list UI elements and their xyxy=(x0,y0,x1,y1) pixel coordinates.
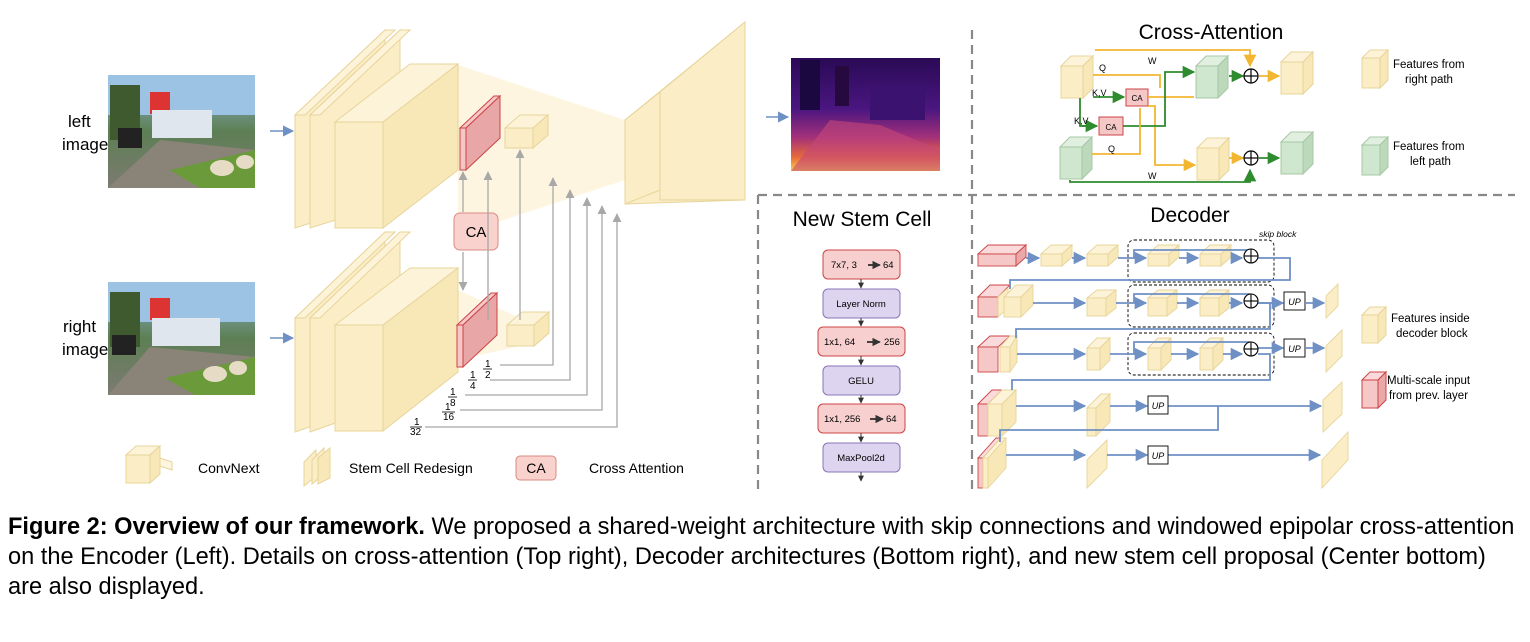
cross-attention-title: Cross-Attention xyxy=(1139,21,1284,44)
legend-convnext-label: ConvNext xyxy=(198,460,260,476)
top-encoder-stack xyxy=(293,20,746,235)
legend-inside-1: Features inside xyxy=(1391,313,1470,325)
stem-block-4: GELU xyxy=(822,365,901,396)
svg-text:W: W xyxy=(1148,56,1157,66)
svg-text:UP: UP xyxy=(1288,344,1301,354)
ca-box-encoder xyxy=(453,212,499,251)
right-image-photo xyxy=(108,282,255,395)
decoder-arrows xyxy=(999,249,1326,462)
stem-block-6: MaxPool2d xyxy=(822,442,901,473)
svg-text:4: 4 xyxy=(470,381,476,392)
ca-box-encoder-label: CA xyxy=(466,224,487,241)
right-image-label-1: right xyxy=(63,317,96,336)
svg-text:Q: Q xyxy=(1099,63,1106,73)
svg-text:UP: UP xyxy=(1288,297,1301,307)
legend-left-path-1: Features from xyxy=(1393,141,1465,153)
legend-cross-label: Cross Attention xyxy=(589,460,684,476)
svg-text:UP: UP xyxy=(1152,401,1165,411)
legend-left-path-swatch xyxy=(1360,135,1390,177)
legend-ca-swatch xyxy=(515,455,557,481)
svg-text:K,V: K,V xyxy=(1074,116,1089,126)
decoder-title: Decoder xyxy=(1150,204,1229,227)
ca-sum-nodes xyxy=(1243,68,1259,166)
legend-stem-label: Stem Cell Redesign xyxy=(349,460,473,476)
svg-text:1: 1 xyxy=(450,387,456,398)
depth-map-output xyxy=(791,58,940,171)
legend-decoder-inside-swatch xyxy=(1360,305,1388,345)
legend-stem-swatch xyxy=(303,446,331,488)
left-image-photo xyxy=(108,75,255,188)
legend-right-path-1: Features from xyxy=(1393,59,1465,71)
stem-cell-title: New Stem Cell xyxy=(793,208,932,231)
stem-block-3: 1x1, 64 256 xyxy=(817,326,906,357)
bottom-encoder-stack xyxy=(293,230,551,433)
stem-block-1: 7x7, 3 64 xyxy=(822,249,901,280)
left-image-label-2: image xyxy=(62,135,108,154)
legend-inside-2: decoder block xyxy=(1396,328,1468,340)
legend-multi-scale-swatch xyxy=(1360,370,1388,410)
legend-ca-swatch-label: CA xyxy=(526,460,546,476)
svg-text:UP: UP xyxy=(1152,451,1165,461)
legend-convnext-swatch xyxy=(124,444,173,485)
svg-text:1x1, 64: 1x1, 64 xyxy=(824,337,855,348)
caption-title: Figure 2: Overview of our framework. xyxy=(8,514,425,540)
svg-text:1: 1 xyxy=(445,402,451,413)
svg-text:7x7, 3: 7x7, 3 xyxy=(831,260,857,271)
stem-block-2: Layer Norm xyxy=(822,288,901,319)
legend-right-path-swatch xyxy=(1360,48,1390,90)
skip-connections xyxy=(425,149,622,428)
legend-right-path-2: right path xyxy=(1405,74,1453,86)
ca-edge-labels: Q W K,V K,V Q W xyxy=(1074,56,1157,181)
ca-arrows xyxy=(1069,49,1281,183)
svg-text:Q: Q xyxy=(1108,144,1115,154)
legend-multi-1: Multi-scale input xyxy=(1387,375,1471,387)
decoder-cubes xyxy=(976,243,1349,490)
svg-text:MaxPool2d: MaxPool2d xyxy=(837,453,885,464)
svg-text:K,V: K,V xyxy=(1092,88,1107,98)
svg-text:Layer Norm: Layer Norm xyxy=(836,299,886,310)
ca-block-bottom-label: CA xyxy=(1105,123,1117,132)
figure-caption: Figure 2: Overview of our framework. We … xyxy=(8,512,1522,602)
legend-left-path-2: left path xyxy=(1410,156,1451,168)
panel-dividers xyxy=(756,30,1515,490)
skip-block-label: skip block xyxy=(1259,229,1297,239)
svg-text:W: W xyxy=(1148,171,1157,181)
up-blocks: UP UP UP UP xyxy=(1147,291,1306,465)
ca-cubes xyxy=(1058,50,1315,182)
top-pink-feature xyxy=(458,94,502,172)
legend-multi-2: from prev. layer xyxy=(1389,390,1468,402)
svg-text:32: 32 xyxy=(410,427,422,438)
svg-text:16: 16 xyxy=(443,412,455,423)
ca-block-top-label: CA xyxy=(1131,94,1143,103)
svg-text:2: 2 xyxy=(485,370,491,381)
caption-text: We proposed a shared-weight architecture… xyxy=(8,514,1515,600)
svg-text:1: 1 xyxy=(414,417,420,428)
svg-text:8: 8 xyxy=(450,398,456,409)
svg-text:1x1, 256: 1x1, 256 xyxy=(824,414,860,425)
scale-fractions: 1 2 1 4 1 8 1 16 1 32 xyxy=(410,359,492,438)
left-image-label-1: left xyxy=(68,112,91,131)
decoder-sum-nodes xyxy=(1243,248,1259,357)
stem-block-5: 1x1, 256 64 xyxy=(817,403,906,434)
svg-text:GELU: GELU xyxy=(848,376,874,387)
right-image-label-2: image xyxy=(62,340,108,359)
svg-text:1: 1 xyxy=(485,359,491,370)
svg-text:256: 256 xyxy=(884,337,900,348)
svg-text:1: 1 xyxy=(470,370,476,381)
svg-text:64: 64 xyxy=(883,260,894,271)
framework-diagram: left image right image xyxy=(62,20,1515,490)
svg-text:64: 64 xyxy=(886,414,897,425)
